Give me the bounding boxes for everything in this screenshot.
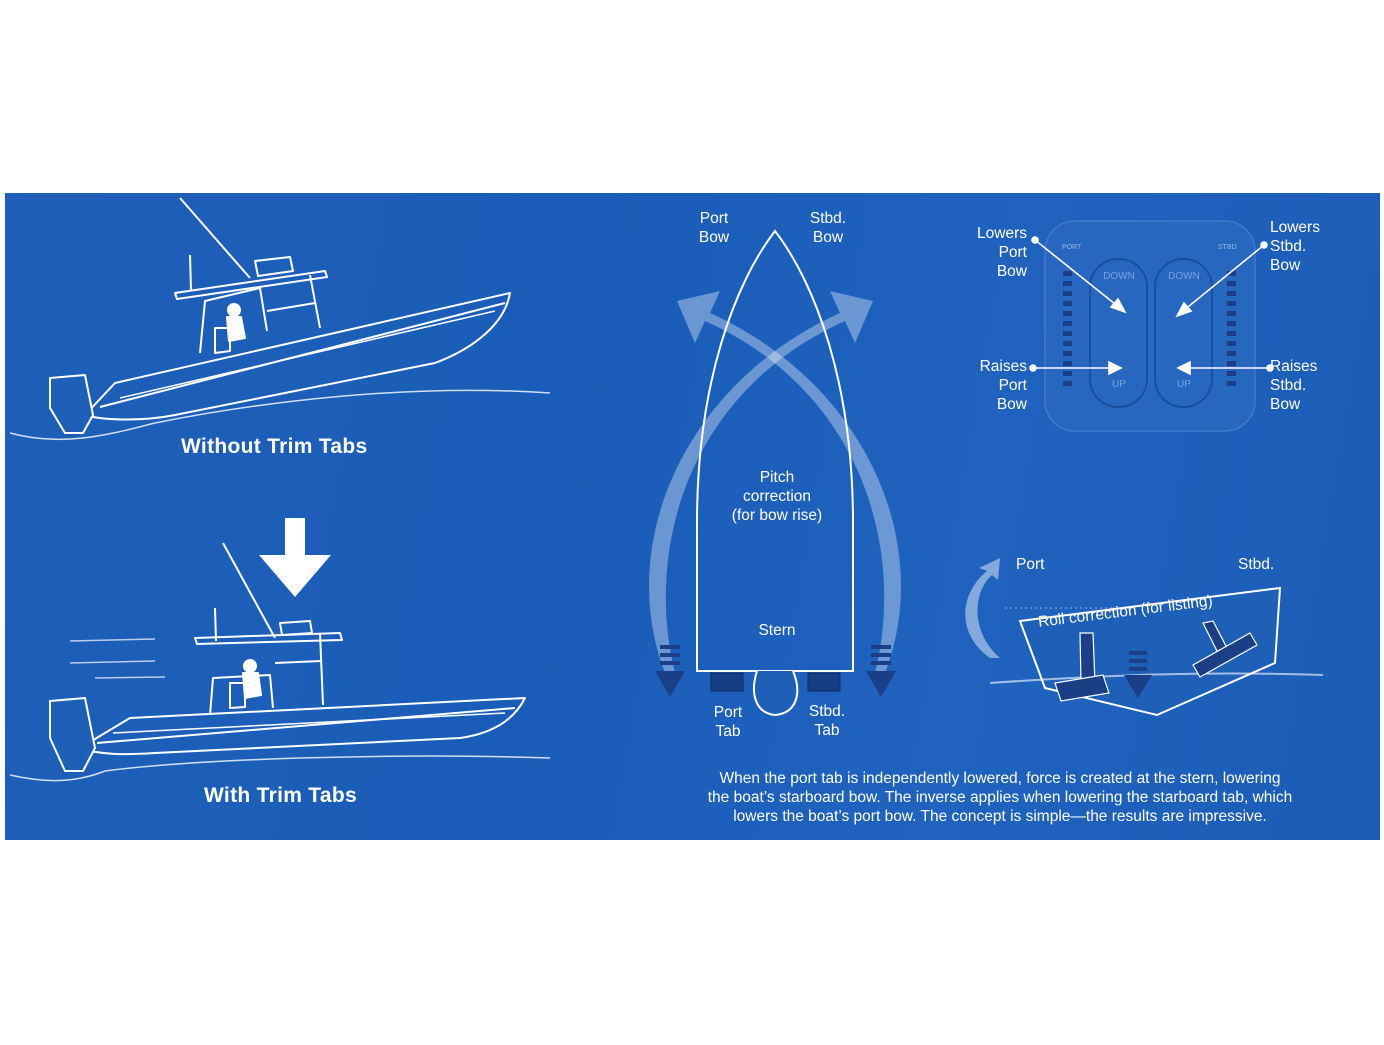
boat-with-trim-tabs bbox=[9, 542, 551, 782]
explanation-caption: When the port tab is independently lower… bbox=[707, 770, 1293, 825]
stern-label: Stern bbox=[758, 622, 796, 639]
with-trim-tabs-label: With Trim Tabs bbox=[204, 784, 357, 807]
raises-port-bow-label: Raises Port Bow bbox=[979, 358, 1027, 413]
port-bow-label: Port Bow bbox=[698, 210, 730, 246]
port-tab-label: Port Tab bbox=[713, 704, 743, 740]
stbd-bow-label: Stbd. Bow bbox=[809, 210, 847, 246]
lowers-stbd-bow-label: Lowers Stbd. Bow bbox=[1270, 219, 1320, 274]
stbd-switch-down-label: DOWN bbox=[1168, 271, 1200, 282]
roll-correction-illustration bbox=[965, 558, 1324, 717]
diagram-graphics bbox=[9, 197, 1324, 782]
lowers-port-bow-label: Lowers Port Bow bbox=[977, 225, 1027, 280]
roll-stbd-label: Stbd. bbox=[1238, 556, 1275, 573]
stbd-tab-label: Stbd. Tab bbox=[808, 703, 846, 739]
boat-without-trim-tabs bbox=[9, 197, 551, 441]
infographic-panel: Without Trim Tabs With Trim Tabs Port Bo… bbox=[5, 193, 1380, 840]
port-switch-up-label: UP bbox=[1112, 379, 1126, 390]
switch-stbd-mark: STBD bbox=[1218, 244, 1237, 251]
trim-control-switch bbox=[1029, 220, 1274, 432]
hull-top-view bbox=[649, 229, 901, 717]
arrow-down-icon bbox=[259, 518, 331, 597]
port-switch-down-label: DOWN bbox=[1103, 271, 1135, 282]
roll-port-label: Port bbox=[1016, 556, 1045, 573]
without-trim-tabs-label: Without Trim Tabs bbox=[181, 435, 368, 458]
stbd-switch-up-label: UP bbox=[1177, 379, 1191, 390]
pitch-correction-label: Pitch correction (for bow rise) bbox=[731, 469, 823, 524]
raises-stbd-bow-label: Raises Stbd. Bow bbox=[1270, 358, 1318, 413]
switch-port-mark: PORT bbox=[1062, 244, 1082, 251]
